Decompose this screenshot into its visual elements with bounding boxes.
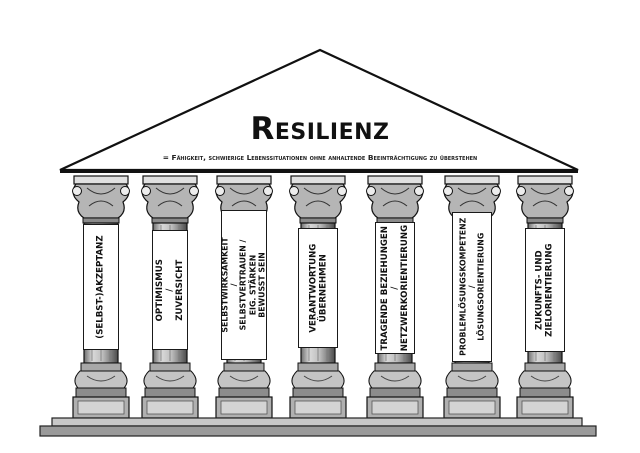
pillar-label-text: VERANTWORTUNG ÜBERNEHMEN	[307, 243, 329, 333]
pillar-label-2: OPTIMISMUS / ZUVERSICHT	[152, 230, 188, 350]
stylobate	[39, 417, 597, 437]
temple-title: Resilienz	[250, 111, 390, 147]
pillar-label-text: (SELBST-)AKZEPTANZ	[95, 235, 106, 339]
pillar-label-text: SELBSTWIRKSAMKEIT / SELBSTVERTRAUEN / EI…	[221, 237, 267, 333]
pillar-label-text: OPTIMISMUS / ZUVERSICHT	[154, 258, 186, 322]
pillar-label-text: ZUKUNFTS- UND ZIELORIENTIERUNG	[534, 243, 555, 337]
pillar-label-3: SELBSTWIRKSAMKEIT / SELBSTVERTRAUEN / EI…	[221, 210, 267, 360]
pillar-label-5: TRAGENDE BEZIEHUNGEN / NETZWERKORIENTIER…	[375, 222, 415, 354]
pillar-label-7: ZUKUNFTS- UND ZIELORIENTIERUNG	[525, 228, 565, 352]
pillar-label-1: (SELBST-)AKZEPTANZ	[83, 224, 119, 350]
resilience-definition: = Fähigkeit, schwierige Lebenssituatione…	[162, 153, 478, 162]
roof-pediment	[59, 48, 579, 173]
pillar-label-text: TRAGENDE BEZIEHUNGEN / NETZWERKORIENTIER…	[379, 224, 411, 351]
pillar-label-6: PROBLEMLÖSUNGSKOMPETENZ / LÖSUNGSORIENTI…	[452, 212, 492, 362]
pillar-label-4: VERANTWORTUNG ÜBERNEHMEN	[298, 228, 338, 348]
pillar-label-text: PROBLEMLÖSUNGSKOMPETENZ / LÖSUNGSORIENTI…	[458, 217, 486, 357]
